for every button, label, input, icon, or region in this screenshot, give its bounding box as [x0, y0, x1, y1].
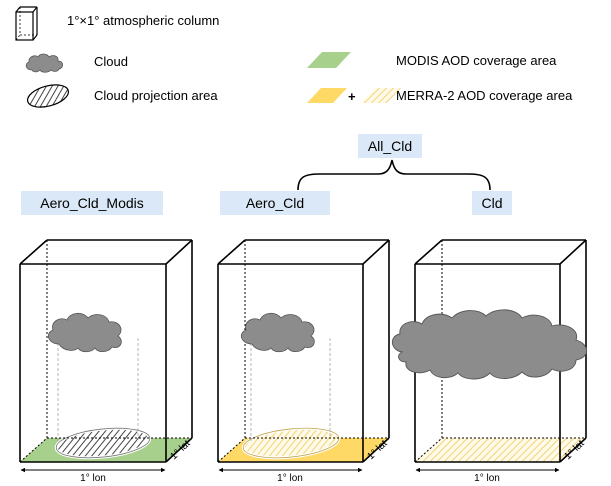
- case-aero-cld-modis: Aero_Cld_Modis: [19, 191, 193, 484]
- legend-merra-label: MERRA-2 AOD coverage area: [396, 88, 573, 103]
- case-label-box: [21, 191, 163, 215]
- atmospheric-column-box: [217, 239, 390, 463]
- case-label: Aero_Cld: [246, 195, 304, 211]
- hidden-edges: [414, 240, 586, 463]
- curly-brace: [297, 159, 491, 191]
- projection-guides: [57, 338, 139, 443]
- cloud: [47, 312, 122, 353]
- lon-label: 1° lon: [474, 473, 500, 484]
- all-cld-group: All_Cld: [297, 134, 491, 191]
- atmospheric-column-box: [19, 239, 193, 463]
- case-label-box: [220, 191, 330, 215]
- projection-guides: [250, 338, 331, 443]
- cloud-icon: [25, 53, 64, 73]
- legend: 1°×1° atmospheric column Cloud Cloud pro…: [15, 6, 573, 108]
- cloud: [391, 309, 587, 380]
- hidden-edges: [19, 240, 192, 463]
- all-cld-label: All_Cld: [368, 138, 412, 154]
- cloud: [240, 312, 315, 353]
- lon-label: 1° lon: [80, 473, 106, 484]
- case-cld: Cld 1° lon 1° lat: [391, 191, 587, 484]
- case-aero-cld: Aero_Cld 1° lon 1° lat: [217, 191, 390, 484]
- case-label: Aero_Cld_Modis: [40, 195, 144, 211]
- legend-column-label: 1°×1° atmospheric column: [67, 13, 219, 28]
- merra-coverage-floor: [415, 438, 586, 462]
- lon-label: 1° lon: [277, 473, 303, 484]
- hidden-edges: [217, 240, 389, 463]
- cloud-projection-icon: [26, 84, 70, 108]
- legend-modis-label: MODIS AOD coverage area: [396, 53, 557, 68]
- case-label-box: [472, 191, 512, 215]
- all-cld-label-box: [358, 134, 422, 158]
- legend-plus-sign: +: [348, 89, 356, 104]
- case-label: Cld: [481, 195, 502, 211]
- legend-cloud-label: Cloud: [94, 54, 128, 69]
- legend-projection-label: Cloud projection area: [94, 88, 218, 103]
- modis-coverage-icon: [307, 52, 351, 68]
- merra-coverage-icon: +: [307, 88, 401, 104]
- atmospheric-column-icon: [15, 6, 38, 41]
